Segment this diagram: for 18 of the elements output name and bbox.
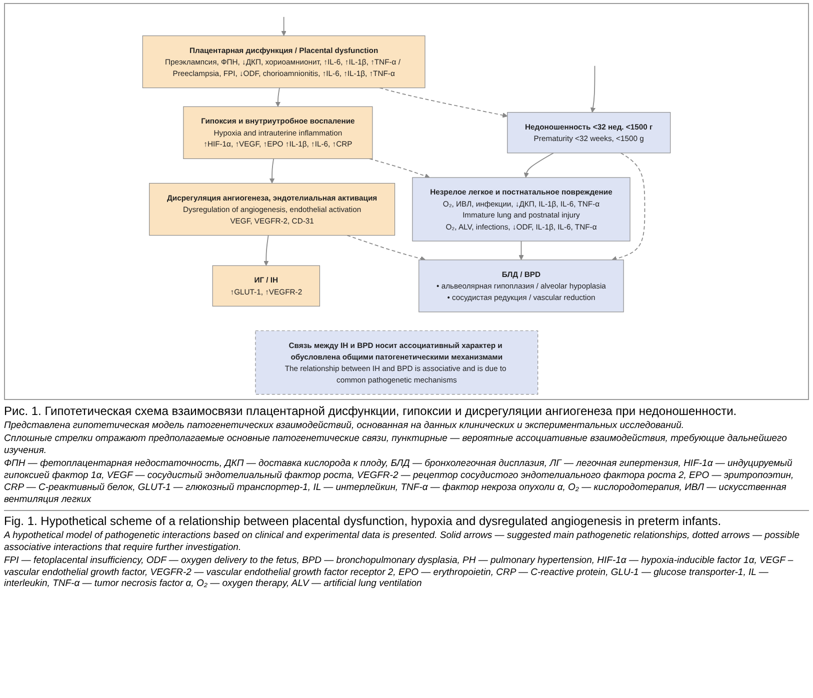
caption-note: A hypothetical model of pathogenetic interactions based on clinical and experimental data is presented. Solid arrows — suggested main pathogenetic relationships, dotted arrows — possible associative interactions that require further investigation. xyxy=(4,530,800,554)
arrow xyxy=(524,152,554,178)
arrow xyxy=(269,158,275,184)
arrow xyxy=(275,87,281,107)
arrow xyxy=(346,234,426,262)
arrow xyxy=(612,152,646,262)
arrow xyxy=(379,87,508,118)
caption-note: FPI — fetoplacental insufficiency, ODF — oxygen delivery to the fetus, BPD — bronchopulmonary dysplasia, PH — pulmonary hypertension, HIF-1α — hypoxia-inducible factor 1α, VEGF –vascular endothelial growth factor, VEGFR-2 — vascular endothelial growth factor receptor 2, EPO — erythropoietin, CRP — C-reactive protein, GLU-1 — glucose transporter-1, IL — interleukin, TNF-α — tumor necrosis factor α, O₂ — oxygen therapy, ALV — artificial lung ventilation xyxy=(4,554,794,590)
arrow xyxy=(281,16,286,36)
caption-note: ФПН — фетоплацентарная недостаточность, ДКП — доставка кислорода к плоду, БЛД — бронхолегочная дисплазия, ЛГ — легочная гипертензия, HIF-1α — индуцируемый гипоксией фактор 1α, VEGF — сосудистый эндотелиальный фактор роста, VEGFR-2 — рецептор сосудистого эндотелиального фактора роста 2, EPO — эритропоэтин, CRP — С-реактивный белок, GLUT-1 — глюкозный транспортер-1, IL — интерлейкин, TNF-α — фактор некроза опухоли α, O₂ — кислородотерапия, ИВЛ — искусственная вентиляция легких xyxy=(4,458,795,506)
arrow xyxy=(264,234,269,266)
figure-caption: Рис. 1. Гипотетическая схема взаимосвязи плацентарной дисфункции, гипоксии и дисрегуляции ангиогенеза при недоношенности. xyxy=(4,404,738,418)
arrow xyxy=(369,158,430,178)
caption-note: Представлена гипотетическая модель патогенетических взаимодействий, основанная на данных клинических и экспериментальных исследований. xyxy=(4,420,686,432)
arrow xyxy=(590,65,596,113)
caption-note: Сплошные стрелки отражают предполагаемые основные патогенетические связи, пунктирные — вероятные ассоциативные взаимодействия, требующие дальнейшего изучения. xyxy=(4,433,788,458)
figure-caption: Fig. 1. Hypothetical scheme of a relationship between placental dysfunction, hypoxia and dysregulated angiogenesis in preterm infants. xyxy=(4,510,809,528)
arrow xyxy=(518,240,524,260)
